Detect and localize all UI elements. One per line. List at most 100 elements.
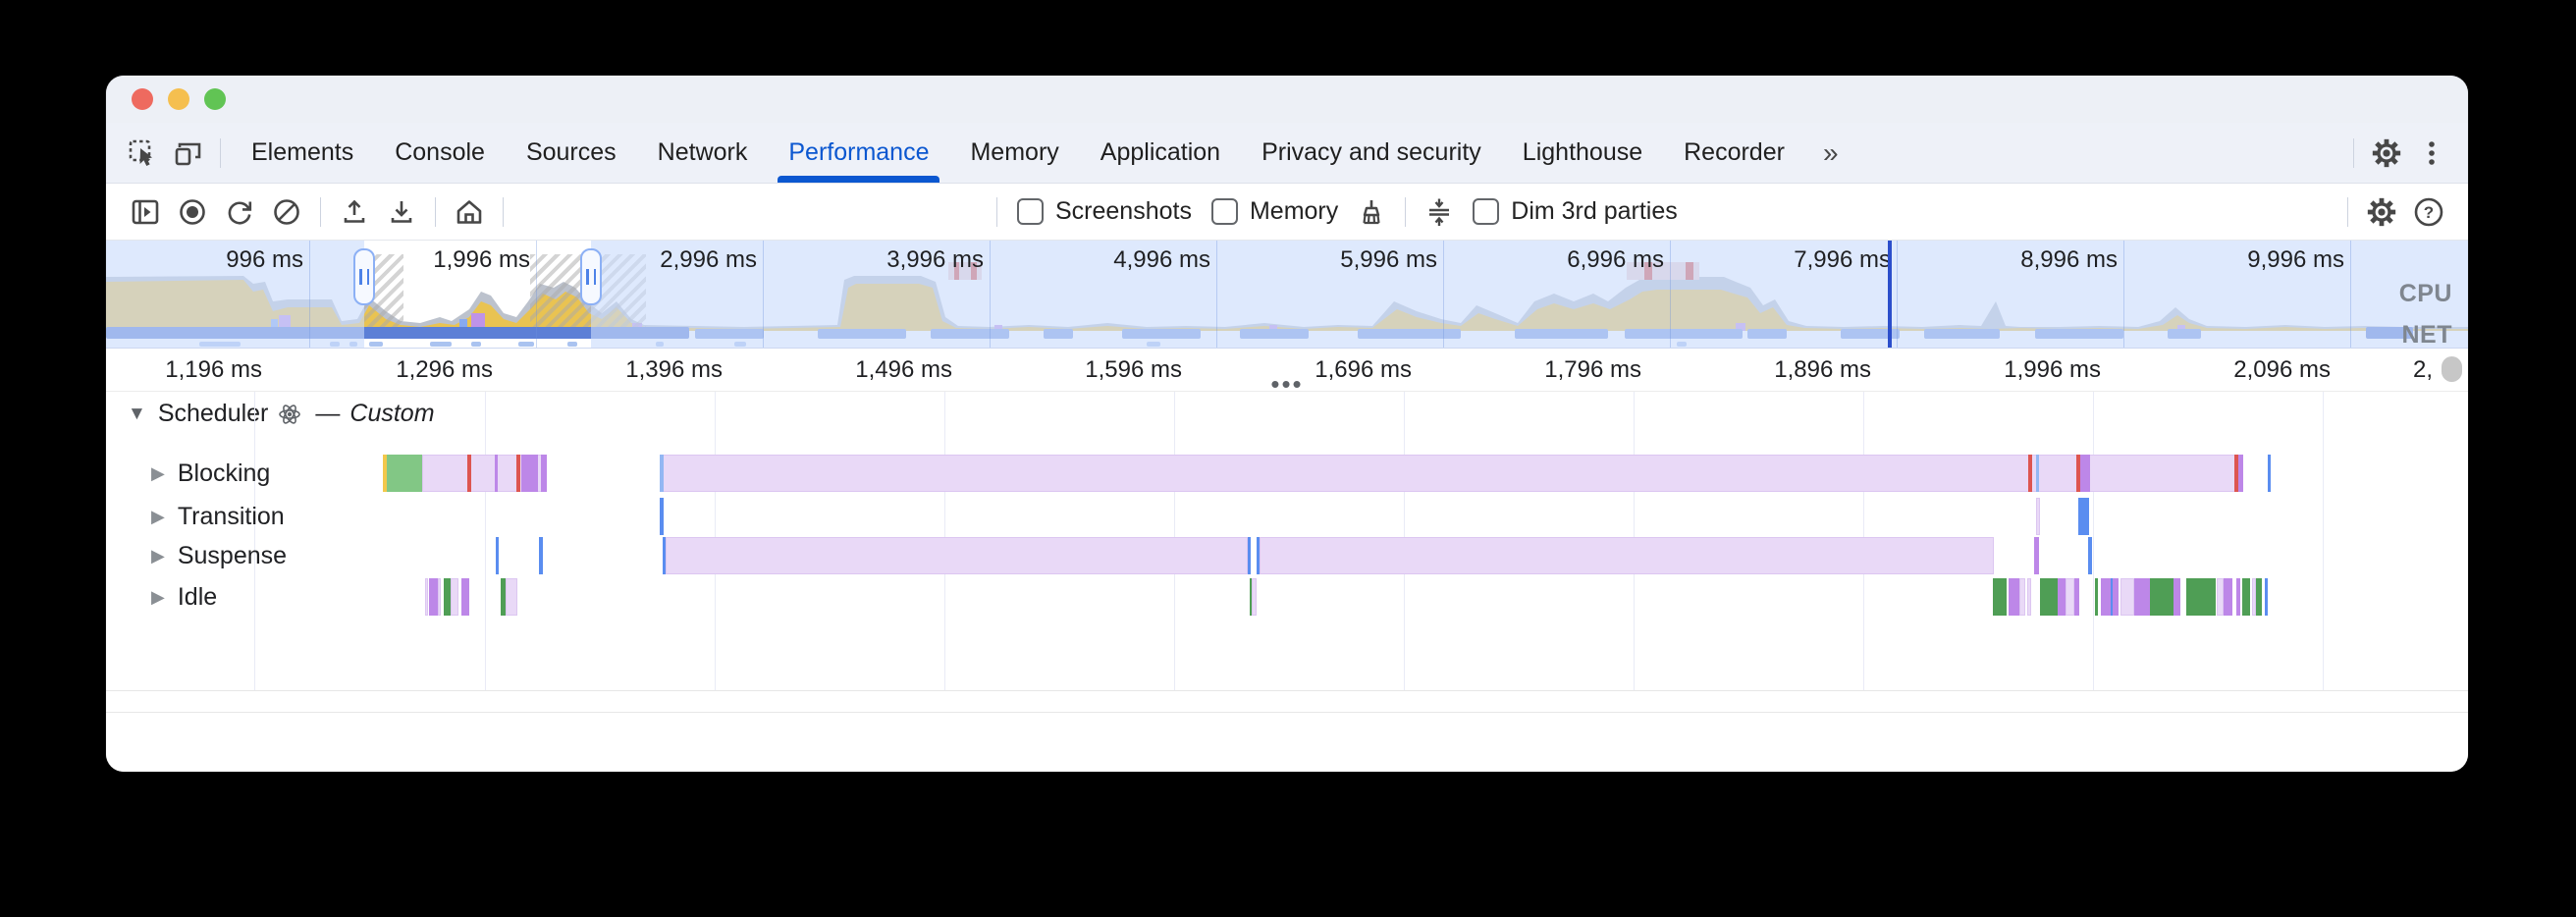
flame-bar-segment[interactable] [425, 578, 428, 616]
flame-bar-segment[interactable] [387, 455, 422, 492]
flame-bar-segment[interactable] [1993, 578, 2007, 616]
flame-bar-segment[interactable] [2040, 578, 2058, 616]
flame-bar-segment[interactable] [660, 455, 664, 492]
tab-application[interactable]: Application [1080, 123, 1241, 183]
selection-handle-left[interactable] [353, 248, 375, 305]
expand-triangle-icon[interactable]: ▶ [151, 506, 165, 526]
flame-bar-segment[interactable] [2234, 455, 2238, 492]
flame-bar-segment[interactable] [461, 578, 469, 616]
flame-bar-segment[interactable] [506, 578, 517, 616]
flame-bar-segment[interactable] [666, 537, 1248, 574]
expand-triangle-icon[interactable]: ▶ [151, 586, 165, 607]
device-toolbar-button[interactable] [165, 131, 210, 176]
live-metrics-button[interactable] [446, 189, 493, 235]
tab-memory[interactable]: Memory [949, 123, 1079, 183]
capture-settings-button[interactable] [2358, 189, 2405, 235]
flame-bar-segment[interactable] [2113, 578, 2119, 616]
flame-bar-segment[interactable] [444, 578, 451, 616]
flame-bar-segment[interactable] [2120, 578, 2134, 616]
toggle-sidebar-button[interactable] [122, 189, 169, 235]
zoom-window-button[interactable] [204, 88, 226, 110]
memory-checkbox-group[interactable]: Memory [1210, 197, 1338, 226]
dim-3rd-parties-checkbox-group[interactable]: Dim 3rd parties [1473, 197, 1678, 226]
row-label-blocking[interactable]: ▶Blocking [151, 455, 270, 492]
screenshots-checkbox[interactable] [1017, 198, 1044, 225]
minimize-window-button[interactable] [168, 88, 189, 110]
more-tabs-button[interactable]: » [1805, 137, 1856, 169]
flame-bar-segment[interactable] [521, 455, 538, 492]
flame-bar-segment[interactable] [467, 455, 471, 492]
dim-3rd-parties-checkbox[interactable] [1473, 198, 1500, 225]
flame-bar-segment[interactable] [2252, 578, 2256, 616]
flame-bar-segment[interactable] [2150, 578, 2174, 616]
record-button[interactable] [169, 189, 216, 235]
flame-bar-segment[interactable] [2256, 578, 2262, 616]
flame-bar-segment[interactable] [2238, 455, 2243, 492]
flame-chart[interactable]: ▼ Scheduler — Custom ▶Blocking▶Transitio… [106, 392, 2468, 690]
devtools-settings-button[interactable] [2364, 131, 2409, 176]
flame-bar-segment[interactable] [1250, 578, 1252, 616]
flame-bar-segment[interactable] [2095, 578, 2098, 616]
memory-checkbox[interactable] [1210, 198, 1238, 225]
flame-bar-segment[interactable] [2034, 537, 2039, 574]
flame-bar-segment[interactable] [2019, 578, 2025, 616]
row-label-suspense[interactable]: ▶Suspense [151, 537, 287, 574]
flame-bar-segment[interactable] [2224, 578, 2232, 616]
flame-bar-segment[interactable] [383, 455, 387, 492]
screenshots-checkbox-group[interactable]: Screenshots [1017, 197, 1192, 226]
expand-triangle-icon[interactable]: ▶ [151, 545, 165, 566]
flame-bar-segment[interactable] [2265, 578, 2268, 616]
close-window-button[interactable] [132, 88, 153, 110]
flame-bar-segment[interactable] [2088, 537, 2092, 574]
tab-performance[interactable]: Performance [768, 123, 949, 183]
flame-bar-segment[interactable] [2009, 578, 2019, 616]
clear-button[interactable] [263, 189, 310, 235]
flame-bar-segment[interactable] [2036, 455, 2039, 492]
flame-bar-segment[interactable] [2036, 498, 2040, 535]
tab-privacy-and-security[interactable]: Privacy and security [1241, 123, 1502, 183]
flame-bar-segment[interactable] [1260, 537, 1994, 574]
flame-bar-segment[interactable] [539, 537, 543, 574]
inspect-element-button[interactable] [120, 131, 165, 176]
expand-triangle-icon[interactable]: ▶ [151, 462, 165, 483]
flame-bar-segment[interactable] [2242, 578, 2250, 616]
row-label-transition[interactable]: ▶Transition [151, 498, 285, 535]
flame-bar-segment[interactable] [2236, 578, 2240, 616]
flame-bar-segment[interactable] [663, 537, 666, 574]
flame-bar-segment[interactable] [660, 455, 2243, 492]
flame-bar-segment[interactable] [2027, 578, 2031, 616]
flame-bar-segment[interactable] [2186, 578, 2216, 616]
flame-bar-segment[interactable] [2074, 578, 2079, 616]
flame-bar-segment[interactable] [2076, 455, 2080, 492]
flame-bar-segment[interactable] [429, 578, 438, 616]
shortcuts-dialog-button[interactable] [1416, 189, 1463, 235]
flame-bar-segment[interactable] [2111, 578, 2113, 616]
tab-console[interactable]: Console [374, 123, 506, 183]
tab-recorder[interactable]: Recorder [1663, 123, 1805, 183]
flame-bar-segment[interactable] [1252, 578, 1257, 616]
help-button[interactable]: ? [2405, 189, 2452, 235]
flame-bar-segment[interactable] [2217, 578, 2224, 616]
flame-bar-segment[interactable] [501, 578, 506, 616]
flame-bar-segment[interactable] [2268, 455, 2271, 492]
flame-bar-segment[interactable] [541, 455, 547, 492]
selection-handle-right[interactable] [580, 248, 602, 305]
flame-bar-segment[interactable] [495, 455, 498, 492]
flame-bar-segment[interactable] [2066, 578, 2074, 616]
flame-bar-segment[interactable] [2174, 578, 2180, 616]
collect-garbage-button[interactable] [1348, 189, 1395, 235]
save-profile-button[interactable] [378, 189, 425, 235]
scrollbar-thumb[interactable] [2442, 356, 2462, 382]
flame-bar-segment[interactable] [2028, 455, 2032, 492]
tab-network[interactable]: Network [637, 123, 769, 183]
flame-bar-segment[interactable] [2080, 455, 2090, 492]
flame-bar-segment[interactable] [516, 455, 520, 492]
flame-bar-segment[interactable] [1257, 537, 1260, 574]
flame-bar-segment[interactable] [2101, 578, 2111, 616]
tab-elements[interactable]: Elements [231, 123, 374, 183]
tab-lighthouse[interactable]: Lighthouse [1502, 123, 1663, 183]
flame-bar-segment[interactable] [496, 537, 499, 574]
flame-bar-segment[interactable] [1248, 537, 1251, 574]
